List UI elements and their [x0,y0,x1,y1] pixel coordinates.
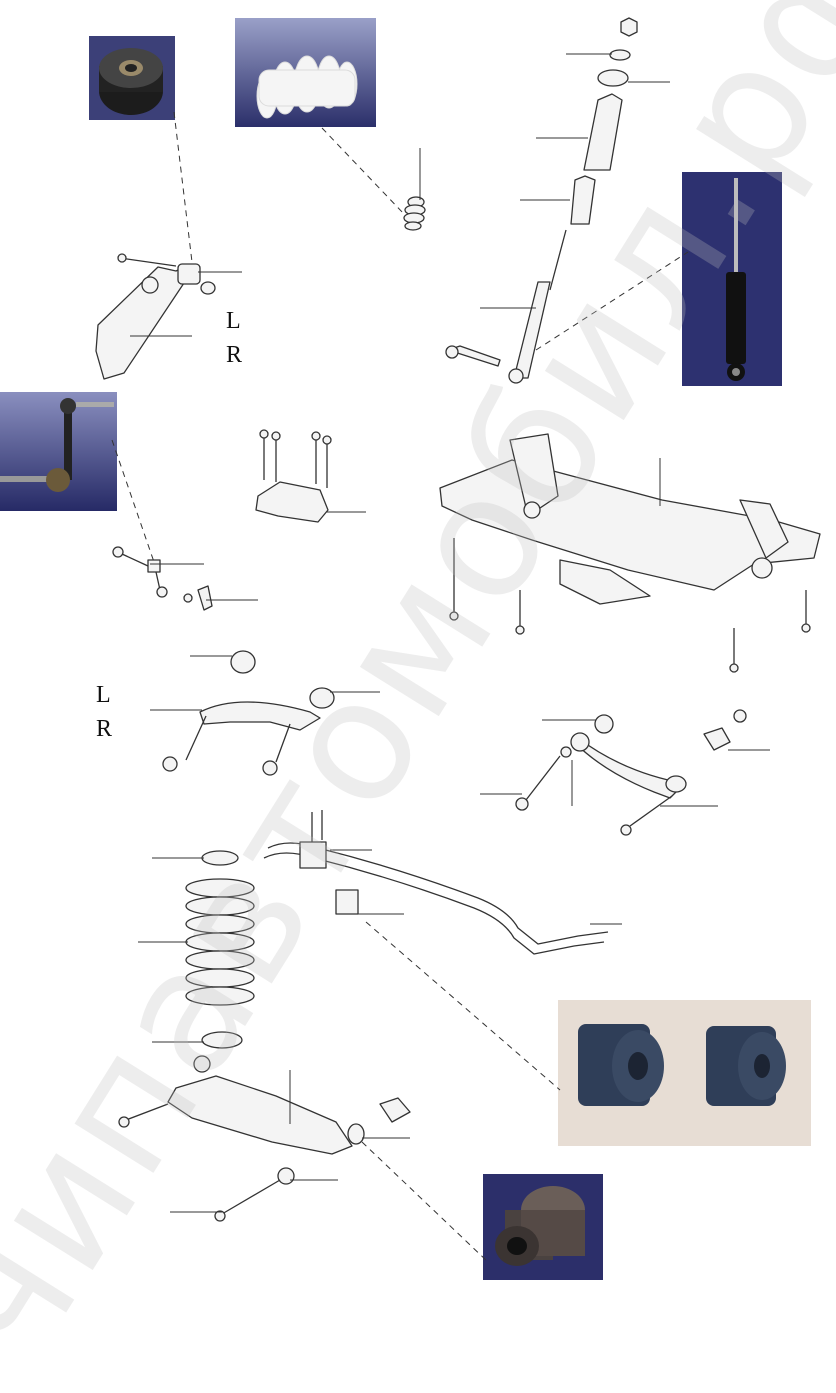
silent-block-icon [483,1174,603,1280]
shock-absorber-photo [682,172,782,386]
lower-arm-bushing-photo [483,1174,603,1280]
side-label-l-upper: L [226,308,241,334]
parts-line-art [95,17,821,1263]
shock-absorber-icon [682,172,782,386]
bushing-photo-top-left [89,36,175,120]
center-bracket-drawing [255,429,332,523]
coil-spring-drawing [185,850,255,1049]
stabilizer-link-drawing [112,546,213,611]
stabilizer-bushings-photo [558,1000,811,1146]
side-label-r-upper: R [226,342,243,368]
photo-connectors [111,111,689,1263]
bump-stop-photo [235,18,376,127]
leader-lines [130,53,770,1213]
stabilizer-bushings-icon [558,1000,811,1146]
trailing-arm-bracket-drawing [95,253,216,380]
stabilizer-link-photo [0,392,117,511]
bushing-icon [89,36,175,120]
stabilizer-link-icon [0,392,117,511]
side-label-l-lower: L [96,682,111,708]
stabilizer-bar-drawing [263,810,609,955]
bump-stop-icon [235,18,376,127]
bump-stop-drawing [403,196,426,231]
rear-subframe-drawing [439,433,821,673]
toe-link-drawing [515,709,747,836]
lower-control-arm-drawing [118,1055,411,1222]
side-label-r-lower: R [96,716,113,742]
upper-control-arm-drawing [162,650,335,776]
shock-absorber-drawing [445,17,638,384]
